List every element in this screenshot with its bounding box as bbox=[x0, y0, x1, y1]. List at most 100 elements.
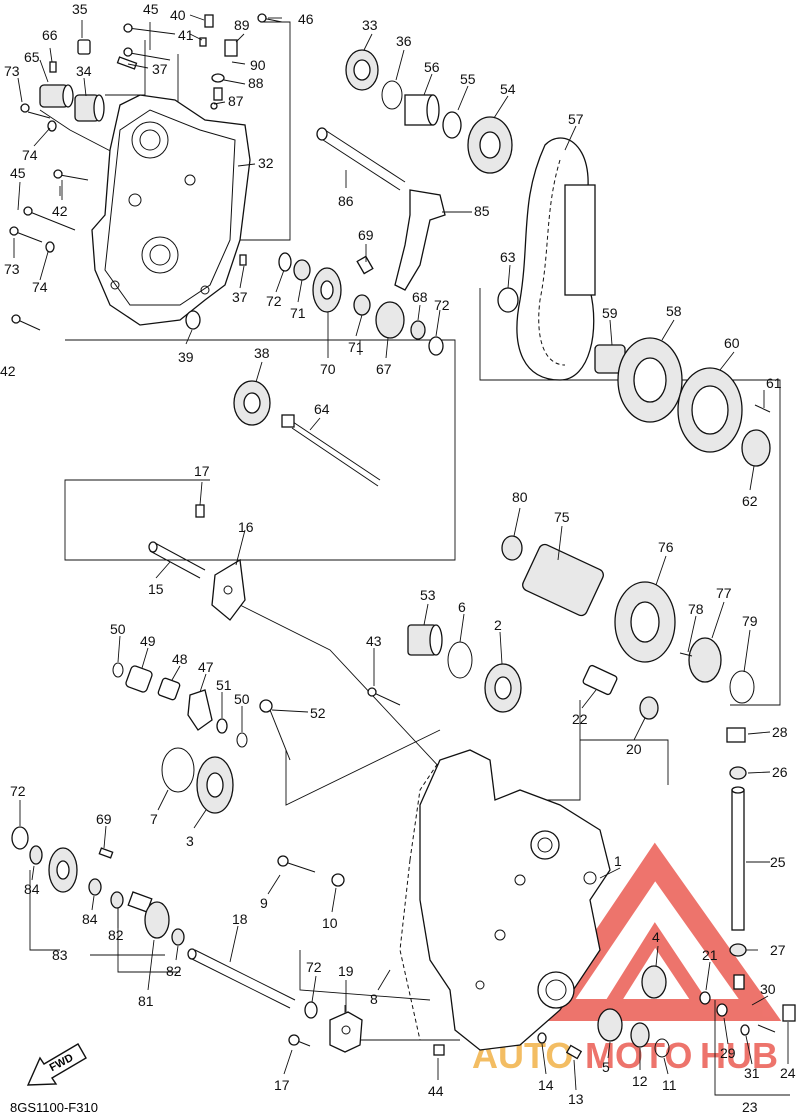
callout-33: 33 bbox=[362, 17, 378, 33]
callout-69: 69 bbox=[358, 227, 374, 243]
callout-80: 80 bbox=[512, 489, 528, 505]
callout-16: 16 bbox=[238, 519, 254, 535]
callout-70: 70 bbox=[320, 361, 336, 377]
callout-42: 42 bbox=[52, 203, 68, 219]
callout-9: 9 bbox=[260, 895, 268, 911]
lower-center-hardware bbox=[277, 855, 445, 1056]
callout-90: 90 bbox=[250, 57, 266, 73]
callout-53: 53 bbox=[420, 587, 436, 603]
right-gear-set bbox=[594, 337, 771, 467]
callout-46: 46 bbox=[298, 11, 314, 27]
callout-81: 81 bbox=[138, 993, 154, 1009]
left-crankcase-cover bbox=[91, 94, 251, 326]
upper-left-hardware bbox=[9, 13, 283, 331]
callout-37-b: 37 bbox=[232, 289, 248, 305]
callout-23: 23 bbox=[742, 1099, 758, 1115]
callout-4: 4 bbox=[652, 929, 660, 945]
callout-56: 56 bbox=[424, 59, 440, 75]
callout-50: 50 bbox=[110, 621, 126, 637]
callout-65: 65 bbox=[24, 49, 40, 65]
callout-78: 78 bbox=[688, 601, 704, 617]
callout-67: 67 bbox=[376, 361, 392, 377]
callout-31: 31 bbox=[744, 1065, 760, 1081]
bearing-3-and-ring-7 bbox=[161, 747, 234, 814]
callout-59: 59 bbox=[602, 305, 618, 321]
callout-39: 39 bbox=[178, 349, 194, 365]
callout-28: 28 bbox=[772, 724, 788, 740]
callout-88: 88 bbox=[248, 75, 264, 91]
callout-22: 22 bbox=[572, 711, 588, 727]
callout-75: 75 bbox=[554, 509, 570, 525]
callout-44: 44 bbox=[428, 1083, 444, 1099]
callout-71-b: 71 bbox=[348, 339, 364, 355]
callout-76: 76 bbox=[658, 539, 674, 555]
callout-15: 15 bbox=[148, 581, 164, 597]
shift-lever-parts bbox=[112, 662, 401, 761]
callout-51: 51 bbox=[216, 677, 232, 693]
callout-47: 47 bbox=[198, 659, 214, 675]
callout-86: 86 bbox=[338, 193, 354, 209]
right-crankcase bbox=[399, 749, 611, 1051]
callout-35: 35 bbox=[72, 1, 88, 17]
lower-right-seals bbox=[537, 965, 796, 1060]
callout-43: 43 bbox=[366, 633, 382, 649]
callout-42-b: 42 bbox=[0, 363, 16, 379]
leader-lines bbox=[13, 14, 789, 1091]
callout-84-b: 84 bbox=[82, 911, 98, 927]
callout-61: 61 bbox=[766, 375, 782, 391]
callout-26: 26 bbox=[772, 764, 788, 780]
output-shaft-group bbox=[501, 535, 755, 704]
watermark-word-hub: HUB bbox=[700, 1035, 778, 1076]
callout-54: 54 bbox=[500, 81, 516, 97]
pin-and-bracket bbox=[148, 504, 246, 621]
bearing-ring-set bbox=[407, 624, 522, 713]
callout-64: 64 bbox=[314, 401, 330, 417]
middle-gear-parts bbox=[278, 252, 519, 356]
callout-82: 82 bbox=[108, 927, 124, 943]
upper-gear-train bbox=[316, 49, 596, 381]
callout-34: 34 bbox=[76, 63, 92, 79]
fwd-arrow-icon: FWD bbox=[26, 1043, 87, 1086]
callout-25: 25 bbox=[770, 854, 786, 870]
callout-12: 12 bbox=[632, 1073, 648, 1089]
callout-55: 55 bbox=[460, 71, 476, 87]
callout-52: 52 bbox=[310, 705, 326, 721]
callout-21: 21 bbox=[702, 947, 718, 963]
callout-32: 32 bbox=[258, 155, 274, 171]
callout-3: 3 bbox=[186, 833, 194, 849]
callout-11: 11 bbox=[662, 1077, 677, 1093]
callout-72-d: 72 bbox=[306, 959, 322, 975]
callout-37: 37 bbox=[152, 61, 168, 77]
callout-8: 8 bbox=[370, 991, 378, 1007]
callout-68: 68 bbox=[412, 289, 428, 305]
shift-rod-parts bbox=[582, 664, 747, 957]
callout-85: 85 bbox=[474, 203, 490, 219]
callout-50-b: 50 bbox=[234, 691, 250, 707]
callout-41: 41 bbox=[178, 27, 194, 43]
callout-89: 89 bbox=[234, 17, 250, 33]
callout-6: 6 bbox=[458, 599, 466, 615]
lower-left-gear-parts bbox=[11, 826, 318, 1019]
callout-74: 74 bbox=[22, 147, 38, 163]
callout-18: 18 bbox=[232, 911, 248, 927]
callout-66: 66 bbox=[42, 27, 58, 43]
callout-29: 29 bbox=[720, 1045, 736, 1061]
callout-72: 72 bbox=[266, 293, 282, 309]
callout-20: 20 bbox=[626, 741, 642, 757]
diagram-code: 8GS1100-F310 bbox=[10, 1100, 98, 1115]
callout-84: 84 bbox=[24, 881, 40, 897]
callout-27: 27 bbox=[770, 942, 786, 958]
callout-7: 7 bbox=[150, 811, 158, 827]
callout-60: 60 bbox=[724, 335, 740, 351]
callout-63: 63 bbox=[500, 249, 516, 265]
callout-2: 2 bbox=[494, 617, 502, 633]
callout-13: 13 bbox=[568, 1091, 584, 1107]
callout-17-b: 17 bbox=[274, 1077, 290, 1093]
callout-71: 71 bbox=[290, 305, 306, 321]
callout-38: 38 bbox=[254, 345, 270, 361]
callout-72-c: 72 bbox=[10, 783, 26, 799]
callout-48: 48 bbox=[172, 651, 188, 667]
callout-19: 19 bbox=[338, 963, 354, 979]
